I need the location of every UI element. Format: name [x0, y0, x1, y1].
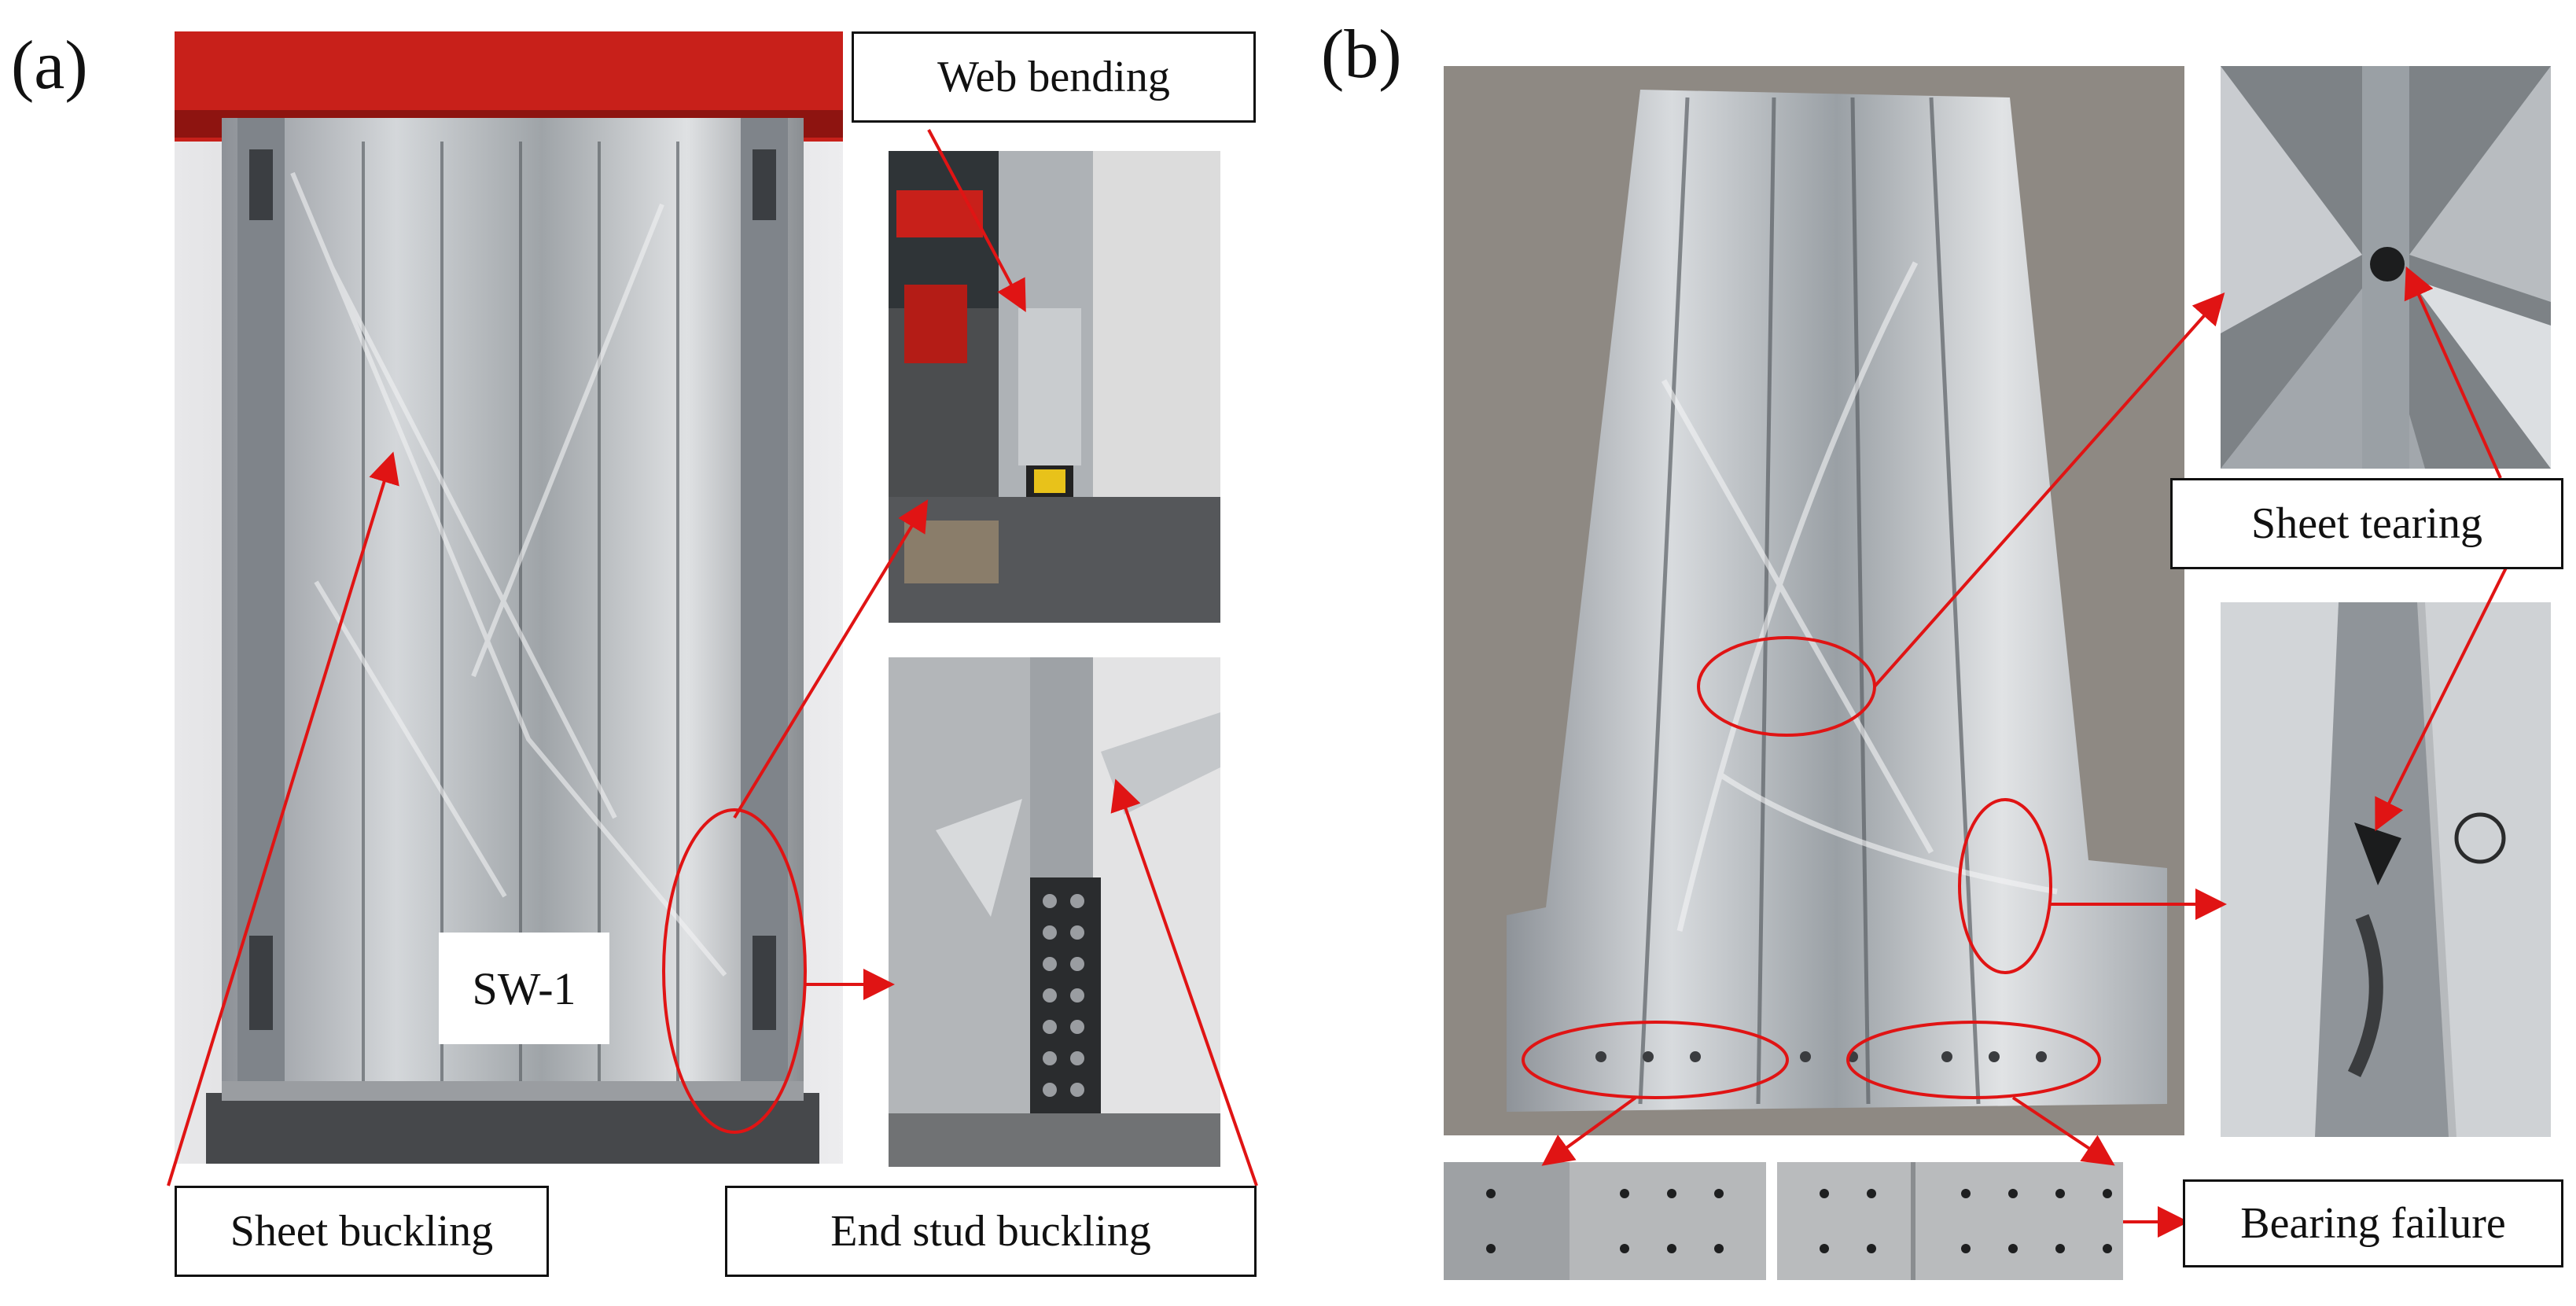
- sheet-tearing-label: Sheet tearing: [2170, 478, 2563, 569]
- bearing-failure-label: Bearing failure: [2183, 1179, 2563, 1267]
- tested-sheet-photo: [1444, 66, 2184, 1135]
- sheet-buckling-label: Sheet buckling: [175, 1186, 549, 1277]
- end-stud-buckling-label: End stud buckling: [725, 1186, 1257, 1277]
- sheet-tearing-closeup-bottom-photo: [2221, 602, 2551, 1137]
- specimen-id-label: SW-1: [439, 933, 609, 1044]
- web-bending-photo: [889, 151, 1220, 623]
- end-stud-buckling-photo: [889, 657, 1220, 1167]
- bearing-failure-closeup-right-photo: [1777, 1162, 2123, 1280]
- sheet-tearing-closeup-top-photo: [2221, 66, 2551, 469]
- bearing-failure-closeup-left-photo: [1444, 1162, 1766, 1280]
- web-bending-label: Web bending: [852, 31, 1256, 123]
- panel-b-letter: (b): [1321, 17, 1402, 93]
- panel-a-letter: (a): [11, 28, 88, 104]
